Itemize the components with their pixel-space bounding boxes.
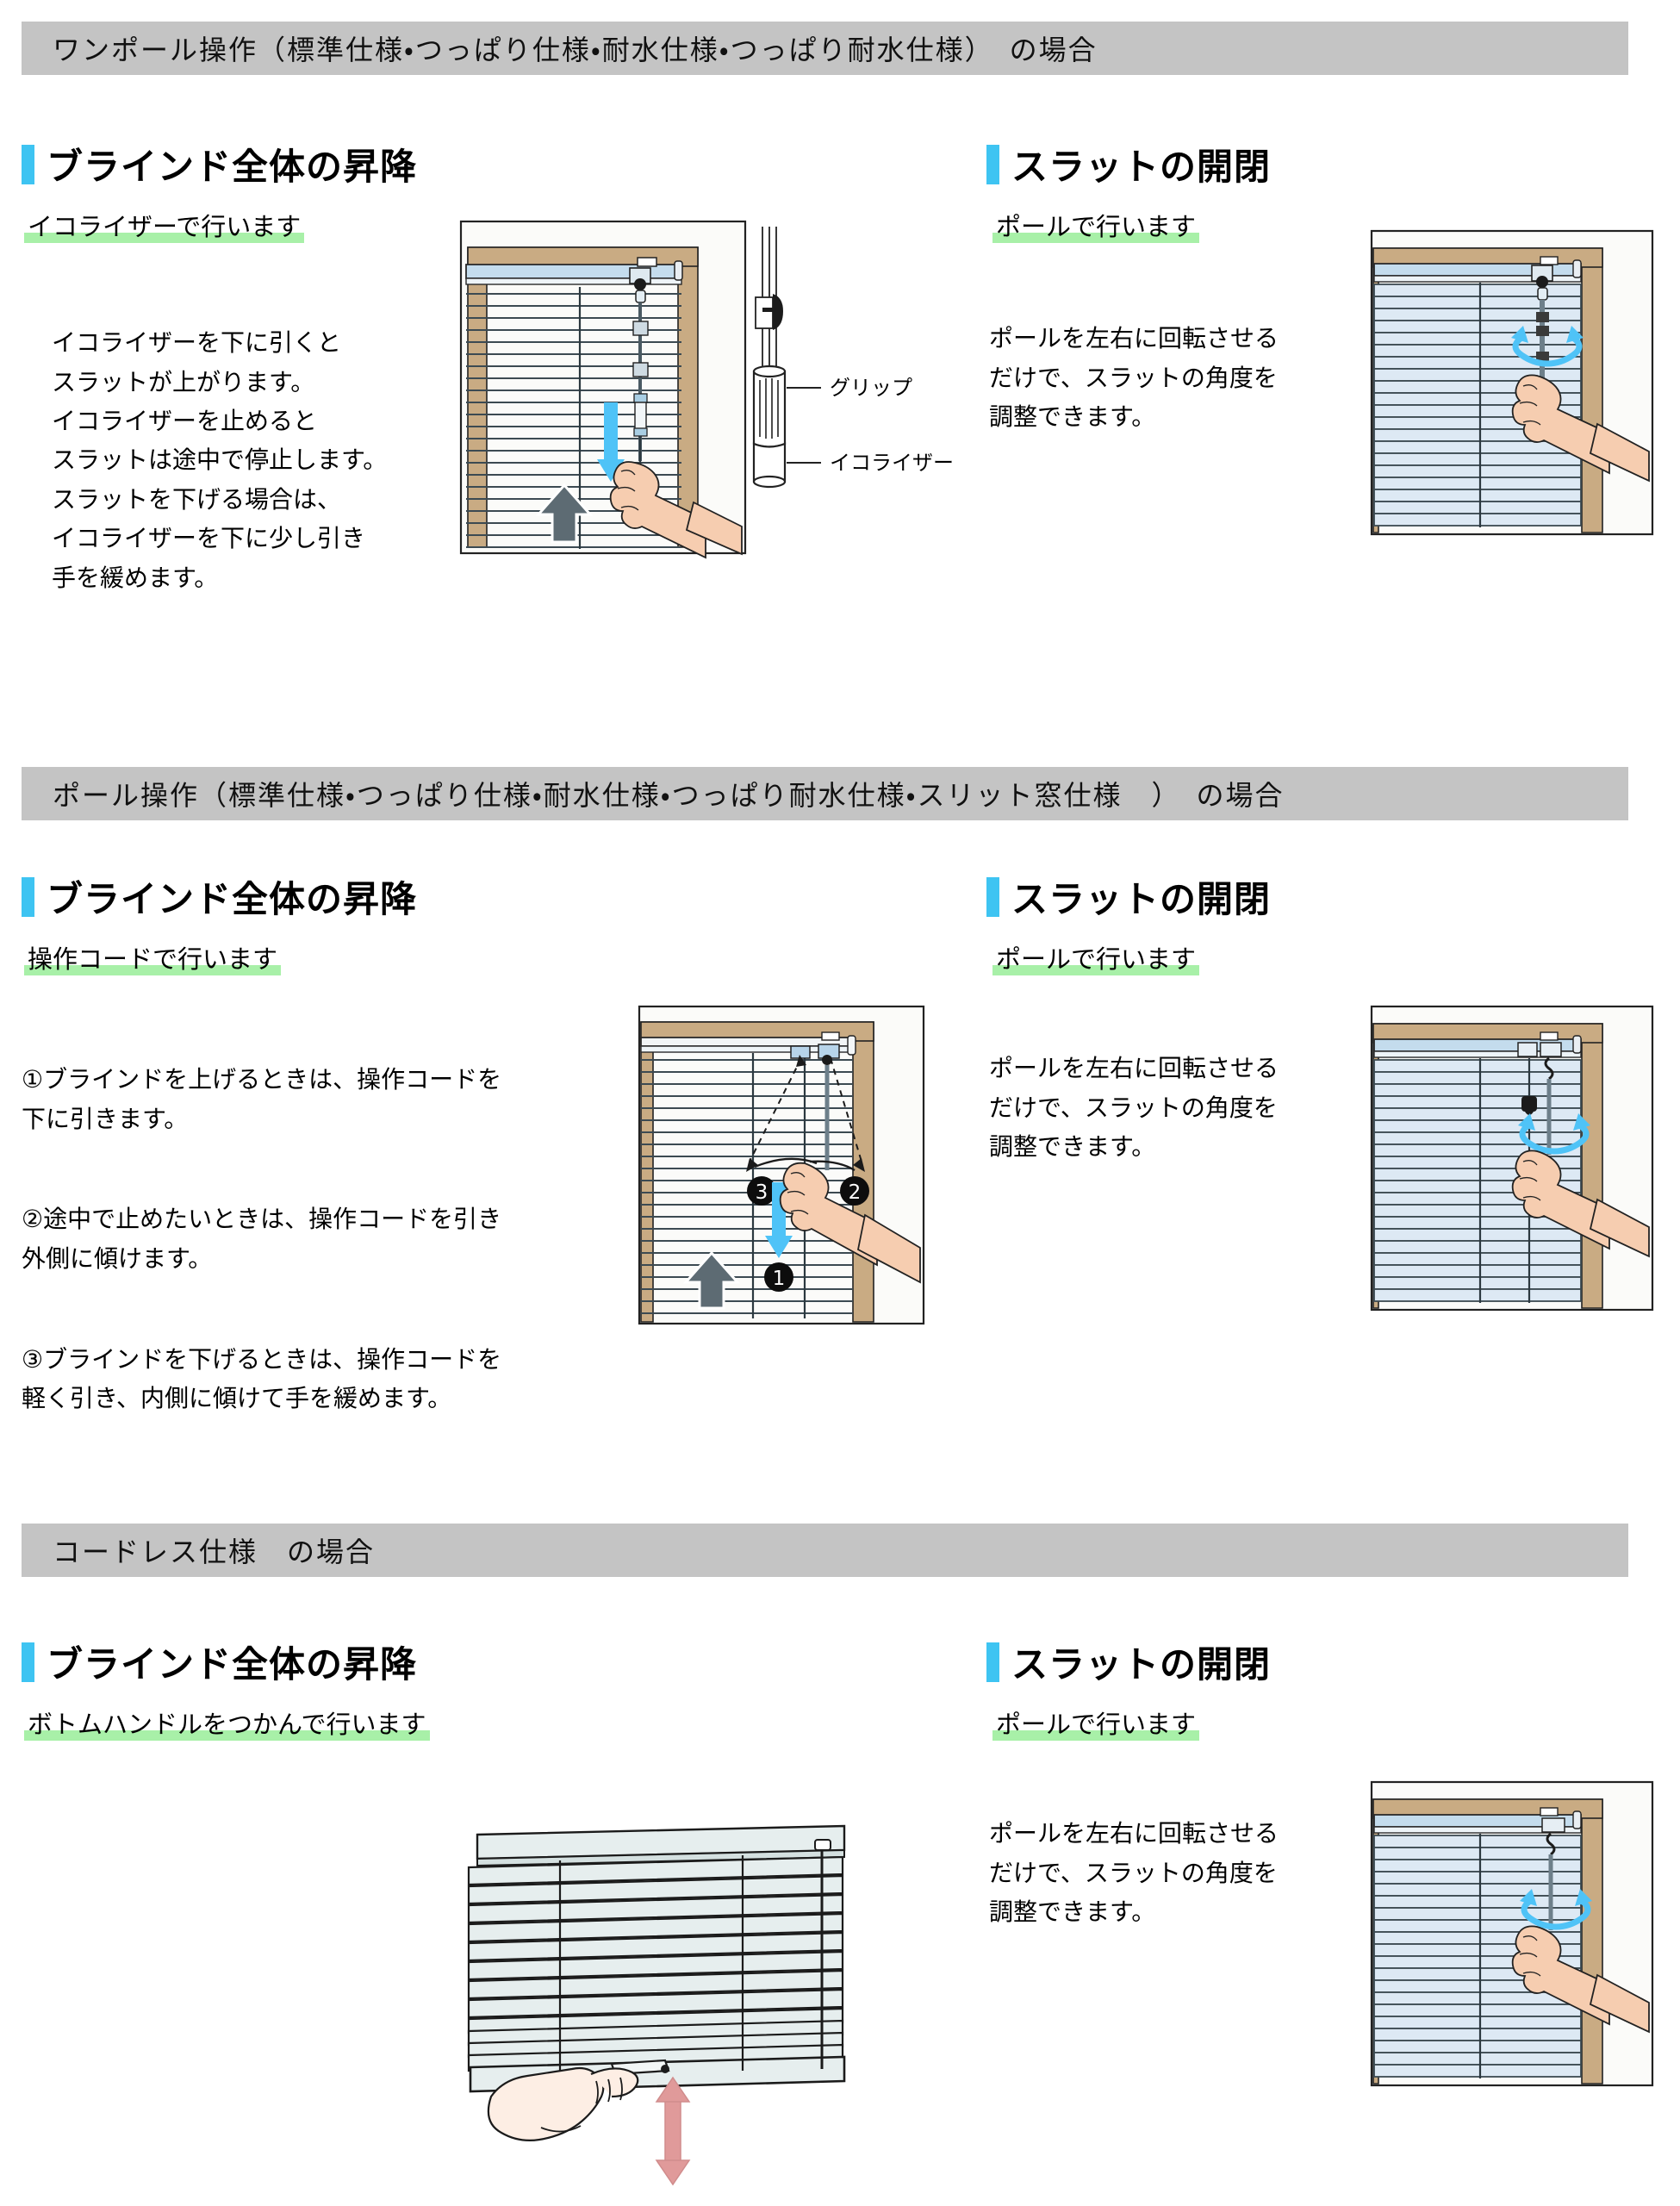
step-marker-1: 1: [764, 1262, 793, 1292]
section-band-title-1: ワンポール操作（標準仕様・つっぱり仕様・耐水仕様・つっぱり耐水仕様） の場合: [53, 34, 1098, 66]
callout-label-equalizer: イコライザー: [830, 451, 954, 475]
section-1-right-lead: ポールで行います: [992, 212, 1200, 243]
step-marker-2: 2: [840, 1176, 869, 1206]
accent-bar-icon: [22, 1642, 34, 1682]
rotate-arrow-right-icon: [1566, 326, 1584, 343]
illustration-pole-rotate-blind-3: [1353, 1758, 1671, 2103]
section-2-right-title-text: スラットの開閉: [1011, 878, 1272, 920]
section-2-left-title: ブラインド全体の昇降: [22, 870, 417, 923]
up-arrow-icon: [682, 1250, 741, 1310]
svg-text:2: 2: [849, 1181, 862, 1204]
section-band-1: ワンポール操作（標準仕様・つっぱり仕様・耐水仕様・つっぱり耐水仕様） の場合: [22, 22, 1628, 75]
section-1-left-lead-text: イコライザーで行います: [24, 212, 305, 243]
section-band-2: ポール操作（標準仕様・つっぱり仕様・耐水仕様・つっぱり耐水仕様・スリット窓仕様 …: [22, 767, 1628, 820]
paragraph: ポールを左右に回転させる だけで、スラットの角度を 調整できます。: [989, 1054, 1279, 1162]
rotate-arrow-left-icon: [1518, 1113, 1535, 1131]
paragraph: ポールを左右に回転させる だけで、スラットの角度を 調整できます。: [989, 324, 1279, 432]
callout-label-grip: グリップ: [830, 376, 912, 400]
section-1-left-title: ブラインド全体の昇降: [22, 138, 417, 190]
section-3-right-title-text: スラットの開閉: [1011, 1643, 1272, 1686]
section-3-right-body: ポールを左右に回転させる だけで、スラットの角度を 調整できます。: [989, 1775, 1360, 1971]
rotate-arrow-right-icon: [1573, 1113, 1590, 1131]
section-2-left-lead: 操作コードで行います: [24, 944, 282, 975]
illustration-cordless-bottom-handle-blind: [439, 1797, 887, 2202]
rotate-arrow-left-icon: [1520, 1889, 1537, 1906]
accent-bar-icon: [986, 1642, 999, 1682]
illustration-pole-rotate-blind-1: [1353, 207, 1671, 552]
pole-detail-diagram: [752, 227, 821, 489]
paragraph: ①ブラインドを上げるときは、操作コードを 下に引きます。: [22, 1065, 502, 1133]
step-marker-3: 3: [747, 1176, 776, 1206]
accent-bar-icon: [22, 876, 34, 917]
section-2-right-lead-text: ポールで行います: [992, 944, 1200, 975]
section-band-title-3: コードレス仕様 の場合: [53, 1536, 376, 1568]
rotate-arrow-left-icon: [1511, 326, 1528, 343]
svg-text:1: 1: [773, 1268, 786, 1290]
accent-bar-icon: [22, 144, 34, 184]
paragraph: ②途中で止めたいときは、操作コードを引き 外側に傾けます。: [22, 1205, 502, 1273]
rotate-arrow-right-icon: [1575, 1889, 1592, 1906]
section-1-right-title: スラットの開閉: [986, 138, 1271, 190]
section-2-right-title: スラットの開閉: [986, 870, 1271, 923]
rotate-arrows-icon: [1521, 1898, 1591, 1930]
section-2-left-body: ①ブラインドを上げるときは、操作コードを 下に引きます。 ②途中で止めたいときは…: [22, 1021, 616, 1457]
accent-bar-icon: [986, 876, 999, 917]
paragraph: イコライザーを下に引くと スラットが上がります。 イコライザーを止めると スラッ…: [52, 328, 388, 592]
section-band-title-2: ポール操作（標準仕様・つっぱり仕様・耐水仕様・つっぱり耐水仕様・スリット窓仕様 …: [53, 779, 1285, 812]
illustration-one-pole-equalizer-blind: グリップ イコライザー: [452, 211, 954, 564]
rotate-arrows-icon: [1519, 1122, 1590, 1155]
section-1-right-title-text: スラットの開閉: [1011, 146, 1272, 188]
section-band-3: コードレス仕様 の場合: [22, 1524, 1628, 1577]
double-arrow-icon: [655, 2076, 691, 2186]
section-3-left-lead: ボトムハンドルをつかんで行います: [24, 1710, 430, 1741]
section-2-right-lead: ポールで行います: [992, 944, 1200, 975]
section-1-right-body: ポールを左右に回転させる だけで、スラットの角度を 調整できます。: [989, 280, 1360, 476]
paragraph: ポールを左右に回転させる だけで、スラットの角度を 調整できます。: [989, 1819, 1279, 1927]
paragraph: ③ブラインドを下げるときは、操作コードを 軽く引き、内側に傾けて手を緩めます。: [22, 1344, 502, 1412]
section-1-left-title-text: ブラインド全体の昇降: [47, 146, 418, 188]
section-3-right-title: スラットの開閉: [986, 1636, 1271, 1688]
accent-bar-icon: [986, 144, 999, 184]
section-3-left-title: ブラインド全体の昇降: [22, 1636, 417, 1688]
section-3-right-lead-text: ポールで行います: [992, 1710, 1200, 1741]
illustration-cord-operation-blind: 3 2 1: [627, 998, 972, 1334]
svg-text:3: 3: [756, 1181, 768, 1204]
illustration-pole-rotate-blind-2: [1353, 982, 1671, 1327]
section-3-right-lead: ポールで行います: [992, 1710, 1200, 1741]
section-3-left-title-text: ブラインド全体の昇降: [47, 1643, 418, 1686]
down-arrow-icon: [597, 402, 625, 482]
section-1-right-lead-text: ポールで行います: [992, 212, 1200, 243]
section-1-left-body: イコライザーを下に引くと スラットが上がります。 イコライザーを止めると スラッ…: [52, 284, 457, 636]
section-1-left-lead: イコライザーで行います: [24, 212, 305, 243]
rotate-arrows-icon: [1512, 334, 1583, 367]
section-2-right-body: ポールを左右に回転させる だけで、スラットの角度を 調整できます。: [989, 1010, 1360, 1206]
up-arrow-icon: [535, 483, 594, 544]
section-2-left-title-text: ブラインド全体の昇降: [47, 878, 418, 920]
section-3-left-lead-text: ボトムハンドルをつかんで行います: [24, 1710, 430, 1741]
section-2-left-lead-text: 操作コードで行います: [24, 944, 282, 975]
